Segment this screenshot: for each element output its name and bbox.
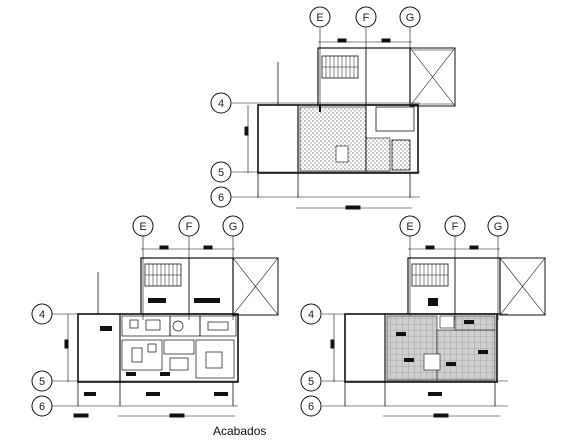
svg-text:4: 4 (308, 309, 314, 321)
svg-text:G: G (494, 221, 503, 233)
grid-bubble-row-5-top: 5 (210, 161, 232, 183)
grid-bubble-col-G-top: G (399, 6, 421, 28)
grid-bubble-row-4-left: 4 (31, 303, 53, 325)
svg-text:4: 4 (218, 98, 224, 110)
svg-text:4: 4 (39, 309, 45, 321)
svg-text:E: E (139, 221, 146, 233)
plan-bottom-right (322, 235, 546, 418)
grid-bubble-col-E-right: E (399, 215, 421, 237)
svg-text:6: 6 (39, 401, 45, 413)
grid-bubble-row-4-right: 4 (300, 303, 322, 325)
svg-text:F: F (363, 12, 370, 24)
svg-text:5: 5 (218, 167, 224, 179)
grid-bubble-col-F-left: F (178, 215, 200, 237)
grid-bubble-row-6-left: 6 (31, 395, 53, 417)
grid-bubble-row-5-right: 5 (300, 370, 322, 392)
svg-text:5: 5 (39, 376, 45, 388)
grid-bubble-row-5-left: 5 (31, 370, 53, 392)
svg-text:6: 6 (308, 401, 314, 413)
grid-bubble-row-4-top: 4 (210, 92, 232, 114)
grid-bubble-col-F-right: F (444, 215, 466, 237)
grid-bubble-col-E-left: E (132, 215, 154, 237)
svg-text:F: F (186, 221, 193, 233)
plan-top (232, 28, 456, 210)
svg-text:5: 5 (308, 376, 314, 388)
svg-text:G: G (406, 12, 415, 24)
grid-bubble-row-6-right: 6 (300, 395, 322, 417)
grid-bubble-col-G-right: G (487, 215, 509, 237)
plan-bottom-left (52, 235, 279, 418)
grid-bubble-col-G-left: G (222, 215, 244, 237)
svg-text:G: G (229, 221, 238, 233)
drawing-caption: Acabados (213, 424, 267, 438)
grid-bubble-col-F-top: F (355, 6, 377, 28)
svg-text:E: E (406, 221, 413, 233)
grid-bubble-col-E-top: E (309, 6, 331, 28)
svg-text:E: E (316, 12, 323, 24)
grid-bubble-row-6-top: 6 (210, 186, 232, 208)
svg-text:F: F (452, 221, 459, 233)
svg-text:6: 6 (218, 192, 224, 204)
